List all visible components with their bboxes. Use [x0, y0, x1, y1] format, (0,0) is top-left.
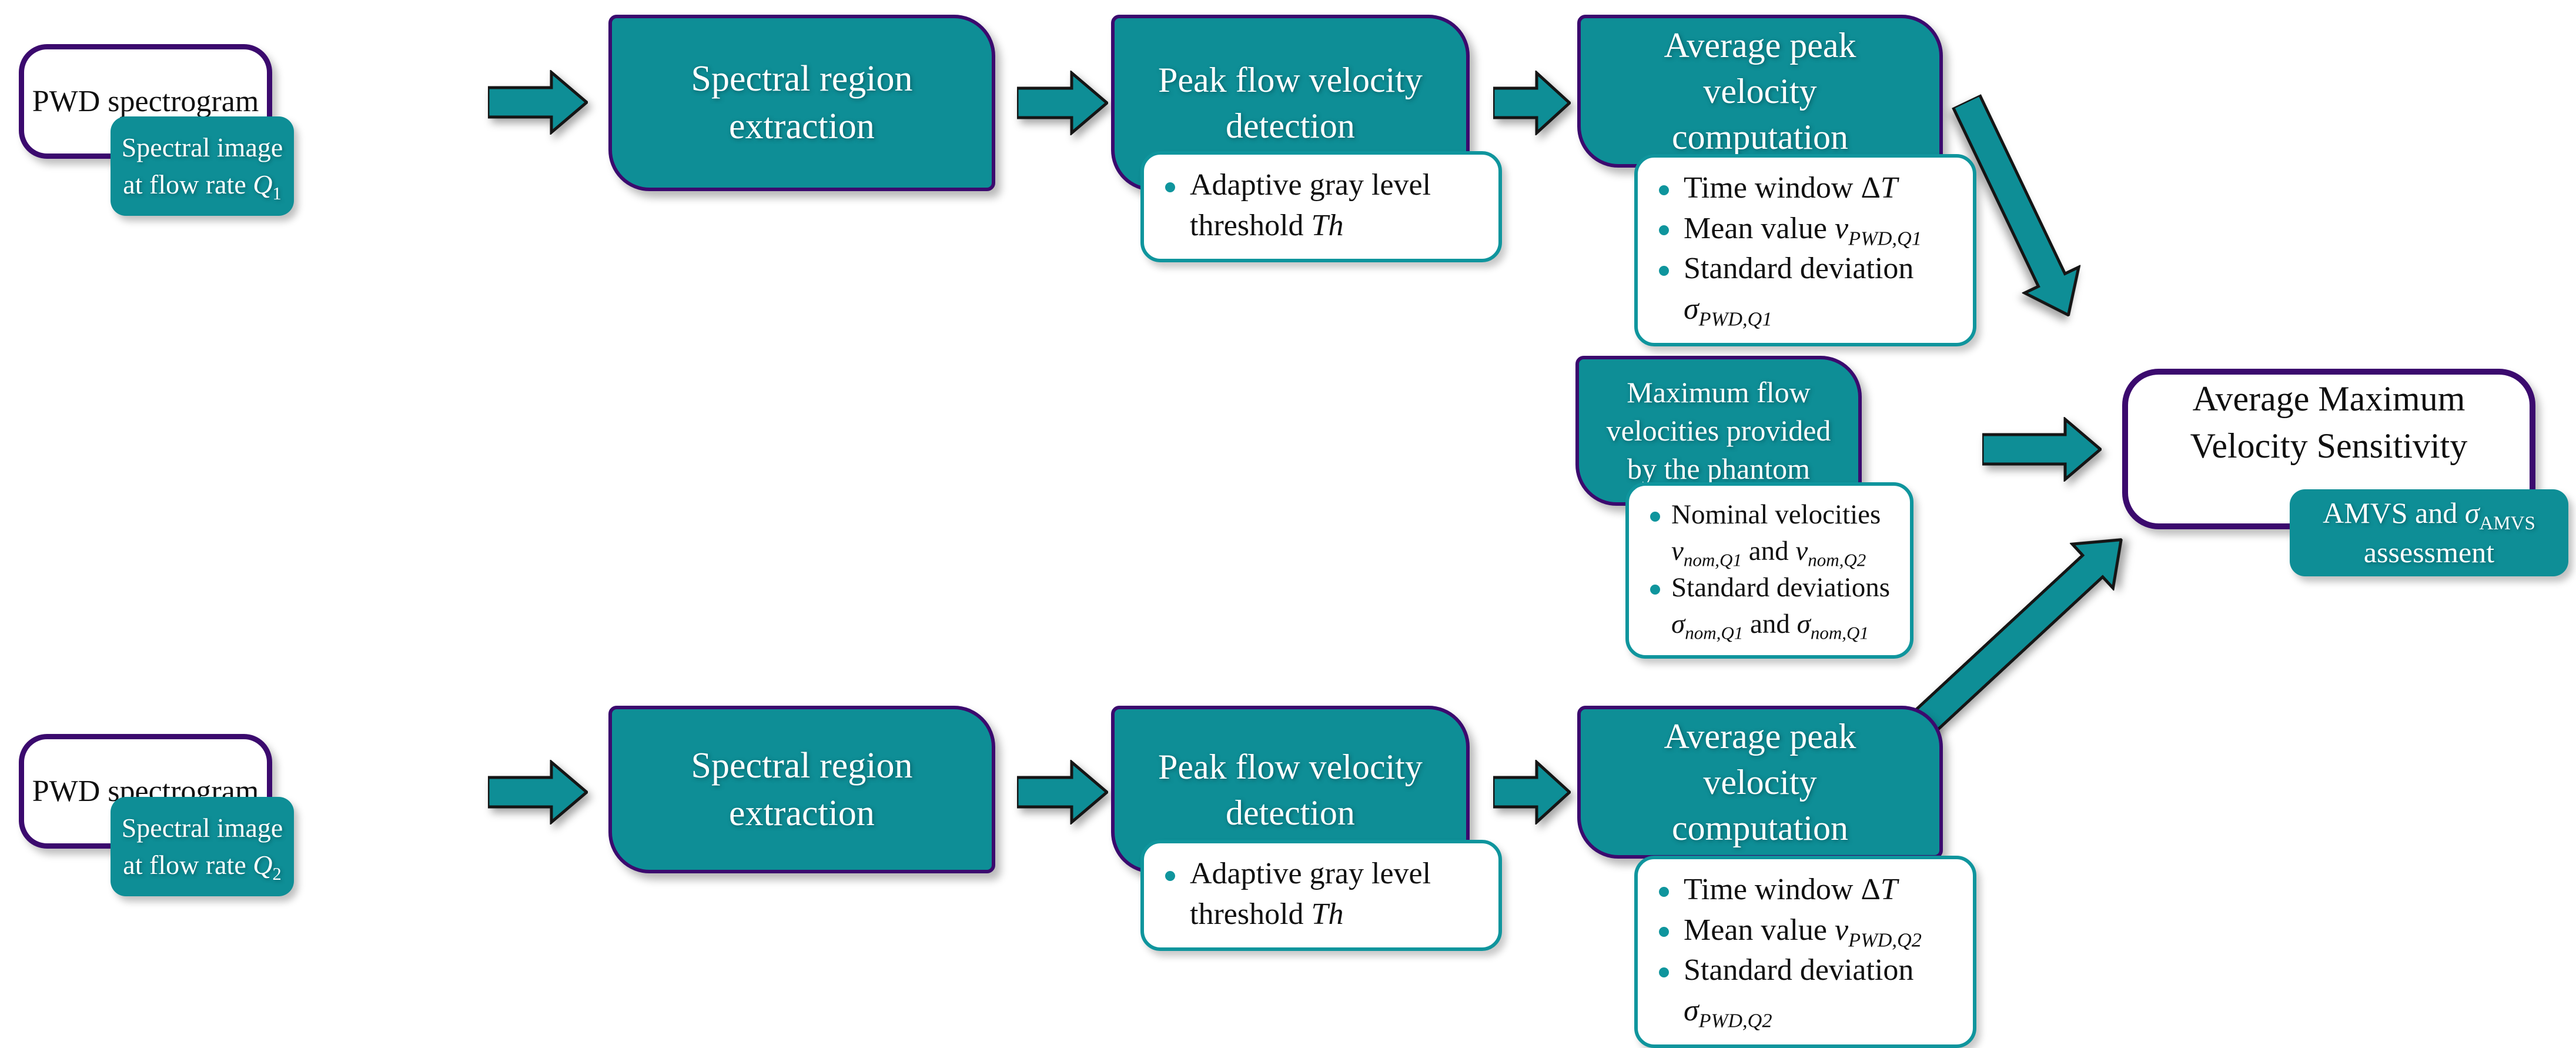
note-average-q2-list: Time window ΔT Mean value vPWD,Q2 Standa…: [1647, 870, 1958, 1032]
flow-arrow-diagonal-icon: [1937, 87, 2098, 330]
flow-arrow-icon: [1017, 760, 1108, 825]
flow-arrow-icon: [488, 760, 588, 825]
flow-arrow-icon: [1493, 760, 1571, 825]
flow-arrow-icon: [1982, 417, 2102, 482]
note-average-q1: Time window ΔT Mean value vPWD,Q1 Standa…: [1634, 154, 1976, 346]
flow-arrow-icon: [488, 70, 588, 135]
note-average-q1-list: Time window ΔT Mean value vPWD,Q1 Standa…: [1647, 168, 1958, 330]
note-item: Time window ΔT: [1647, 870, 1958, 910]
note-average-q2: Time window ΔT Mean value vPWD,Q2 Standa…: [1634, 856, 1976, 1048]
note-item: Mean value vPWD,Q2: [1647, 910, 1958, 951]
flow-arrow-icon: [1493, 71, 1571, 135]
note-item: Mean value vPWD,Q1: [1647, 209, 1958, 249]
note-item: Time window ΔT: [1647, 168, 1958, 209]
flow-arrow-icon: [1017, 71, 1108, 135]
node-pwd-spectrogram-q1-label: PWD spectrogram: [32, 85, 259, 118]
